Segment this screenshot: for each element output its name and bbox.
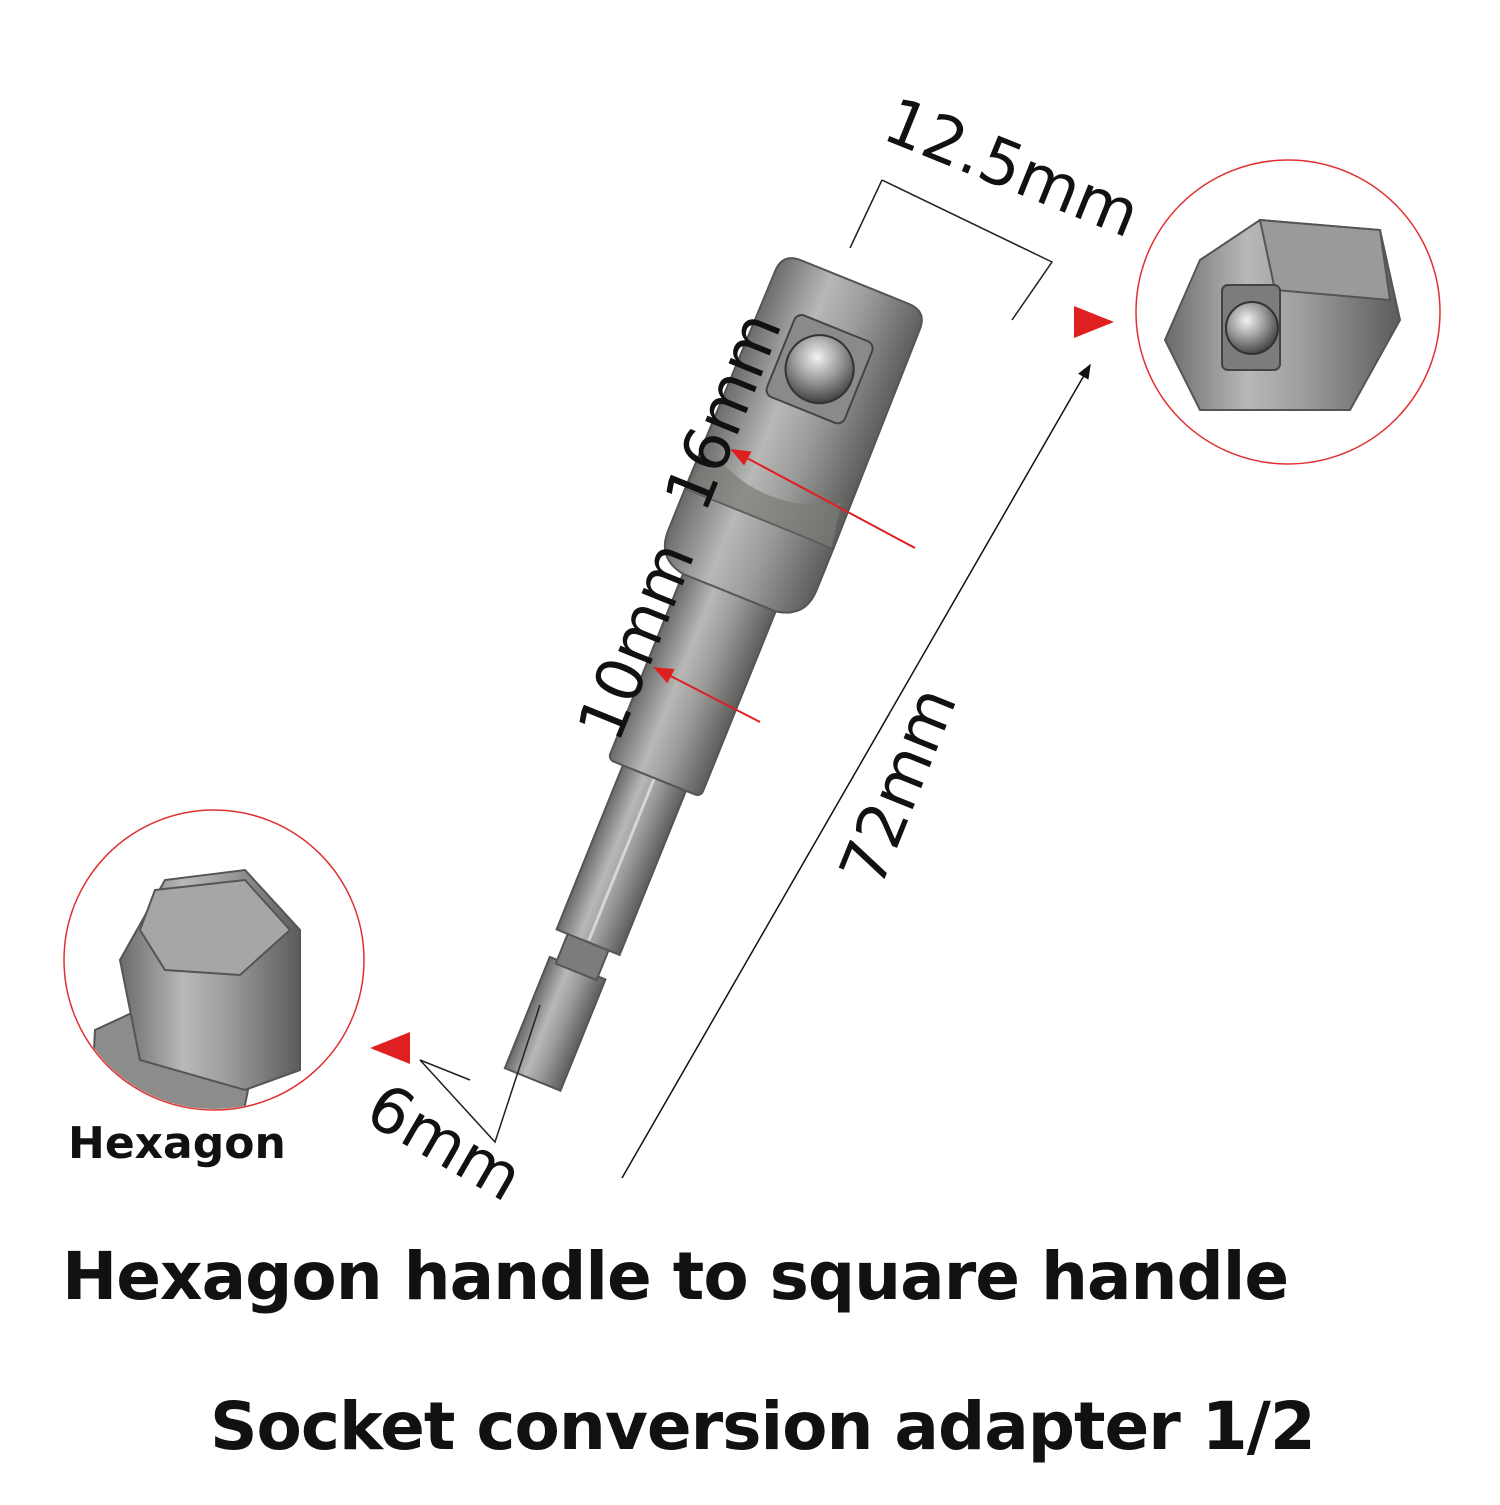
product-title-line1: Hexagon handle to square handle — [62, 1238, 1289, 1315]
hex-detail-label: Hexagon — [68, 1118, 286, 1169]
label-hex-width: 6mm — [354, 1070, 534, 1217]
product-title-line2: Socket conversion adapter 1/2 — [210, 1388, 1316, 1465]
square-end-detail — [1135, 159, 1441, 465]
collar — [663, 487, 835, 614]
socket-adapter — [503, 257, 923, 1092]
dim-hex-width — [419, 1004, 541, 1144]
label-square-width: 12.5mm — [874, 84, 1149, 253]
dim-square-width — [849, 179, 1054, 321]
hex-end-detail — [63, 809, 365, 1111]
dim-total-length-line — [621, 363, 1091, 1179]
dim-shaft-line — [653, 667, 761, 723]
dim-collar-line — [730, 449, 916, 549]
detent-ball — [784, 334, 855, 405]
